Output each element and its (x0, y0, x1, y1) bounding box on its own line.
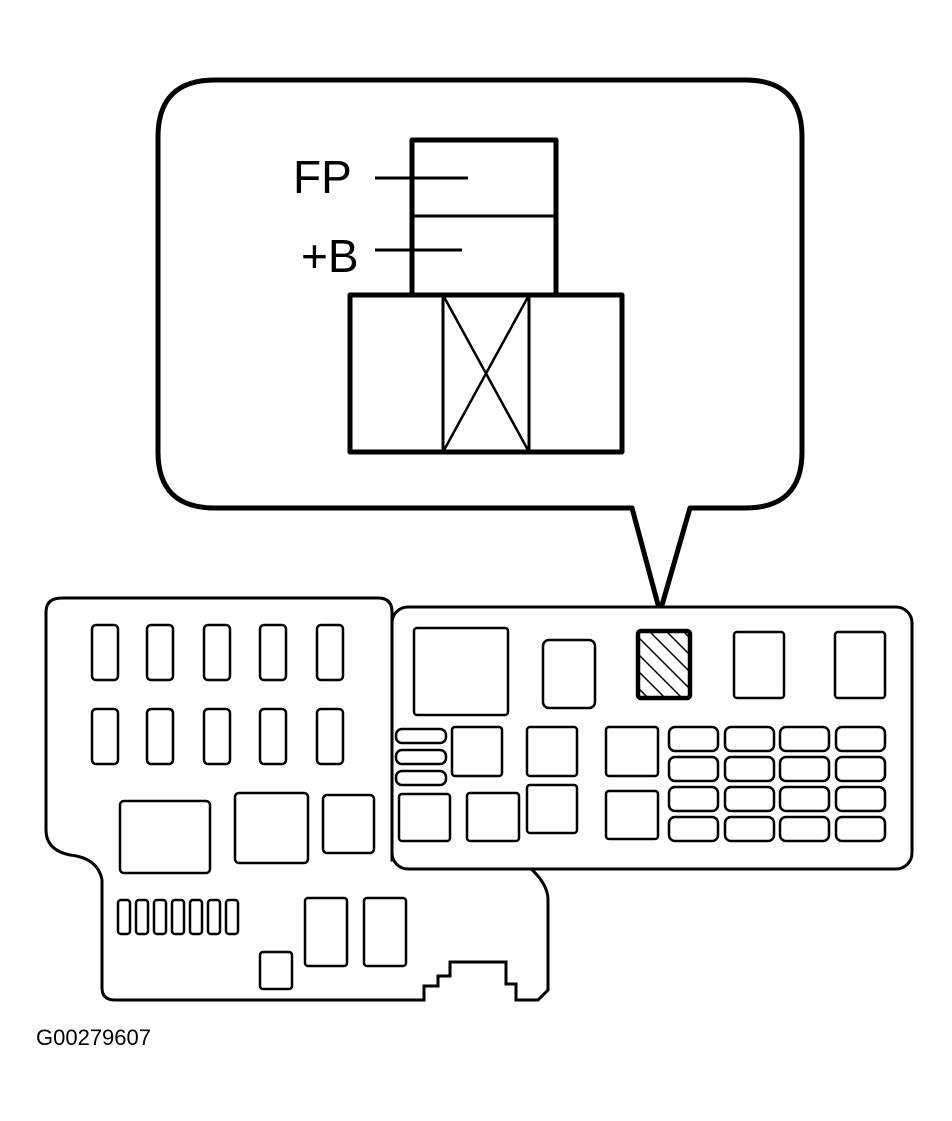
callout-bubble: FP +B (155, 77, 805, 615)
fuse (778, 815, 831, 843)
relay (732, 630, 786, 700)
fuse (723, 755, 776, 783)
fuse (778, 755, 831, 783)
fuse (315, 623, 345, 682)
fuse (202, 623, 232, 682)
fuse (834, 755, 887, 783)
mini-fuse-row (116, 898, 240, 936)
small-fuse (394, 748, 448, 766)
callout-outline (155, 77, 805, 615)
relay (397, 792, 452, 843)
mini-fuse (206, 898, 222, 936)
fuse (778, 785, 831, 813)
relay (321, 793, 376, 855)
fuse (723, 785, 776, 813)
fp-label: FP (293, 151, 352, 203)
small-fuse (394, 727, 448, 745)
relay (525, 783, 579, 835)
fuse (834, 725, 887, 753)
b-plus-label: +B (301, 230, 359, 282)
fuse (90, 707, 120, 766)
fuse (145, 707, 175, 766)
fuse (667, 755, 720, 783)
fuse-grid (667, 725, 887, 843)
relay (233, 791, 310, 865)
fuse (667, 725, 720, 753)
main-relay (412, 626, 510, 717)
mini-fuse (152, 898, 168, 936)
fuse (202, 707, 232, 766)
mini-fuse (134, 898, 150, 936)
mini-fuse (116, 898, 132, 936)
left-fuse-row-1 (90, 623, 345, 682)
fuse (723, 815, 776, 843)
relay (362, 896, 408, 968)
fuse (834, 785, 887, 813)
relay-connector (347, 137, 625, 455)
fuse (258, 623, 288, 682)
relay (303, 896, 349, 968)
relay (450, 725, 504, 778)
relay (604, 789, 660, 841)
small-fuse (394, 769, 448, 787)
relay (604, 725, 660, 778)
relay-body (347, 292, 625, 455)
relay (465, 791, 521, 843)
fuse (315, 707, 345, 766)
relay (118, 799, 212, 875)
fuse (90, 623, 120, 682)
left-fuse-row-2 (90, 707, 345, 766)
fuse (667, 815, 720, 843)
relay-cross-b (441, 294, 531, 453)
mini-fuse (170, 898, 186, 936)
fuse (778, 725, 831, 753)
small-relay (258, 950, 294, 991)
fuse (145, 623, 175, 682)
figure-id: G00279607 (36, 1025, 151, 1050)
relay (833, 630, 887, 700)
fuse (723, 725, 776, 753)
mini-fuse (224, 898, 240, 936)
fuse (258, 707, 288, 766)
hatched-relay (635, 628, 693, 701)
fuse (834, 815, 887, 843)
relay (525, 725, 579, 778)
fuse (667, 785, 720, 813)
fuse-box (44, 596, 914, 1002)
mini-fuse (188, 898, 204, 936)
relay (541, 638, 597, 710)
